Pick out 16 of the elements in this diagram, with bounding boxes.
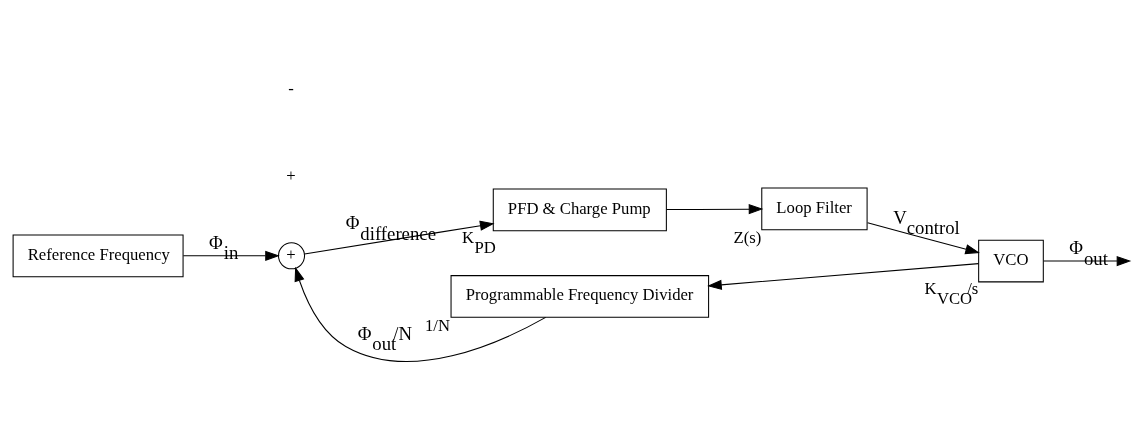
node-box: Reference Frequency <box>12 234 184 278</box>
arrow <box>1043 255 1132 267</box>
label: - <box>288 78 294 98</box>
node-label: 1/N <box>424 315 450 335</box>
node-label: Z(s) <box>733 228 762 248</box>
node-box: VCO <box>978 239 1044 283</box>
arrow <box>303 220 495 255</box>
node-box: PFD & Charge Pump <box>492 188 667 232</box>
node-box: Loop Filter <box>761 187 868 231</box>
node-circle: + <box>277 242 306 270</box>
arrow <box>665 204 764 215</box>
arrow <box>867 222 980 255</box>
arrow <box>294 266 547 362</box>
arrow <box>707 263 979 290</box>
label: + <box>286 165 296 185</box>
node-box: Programmable Frequency Divider <box>450 275 710 318</box>
